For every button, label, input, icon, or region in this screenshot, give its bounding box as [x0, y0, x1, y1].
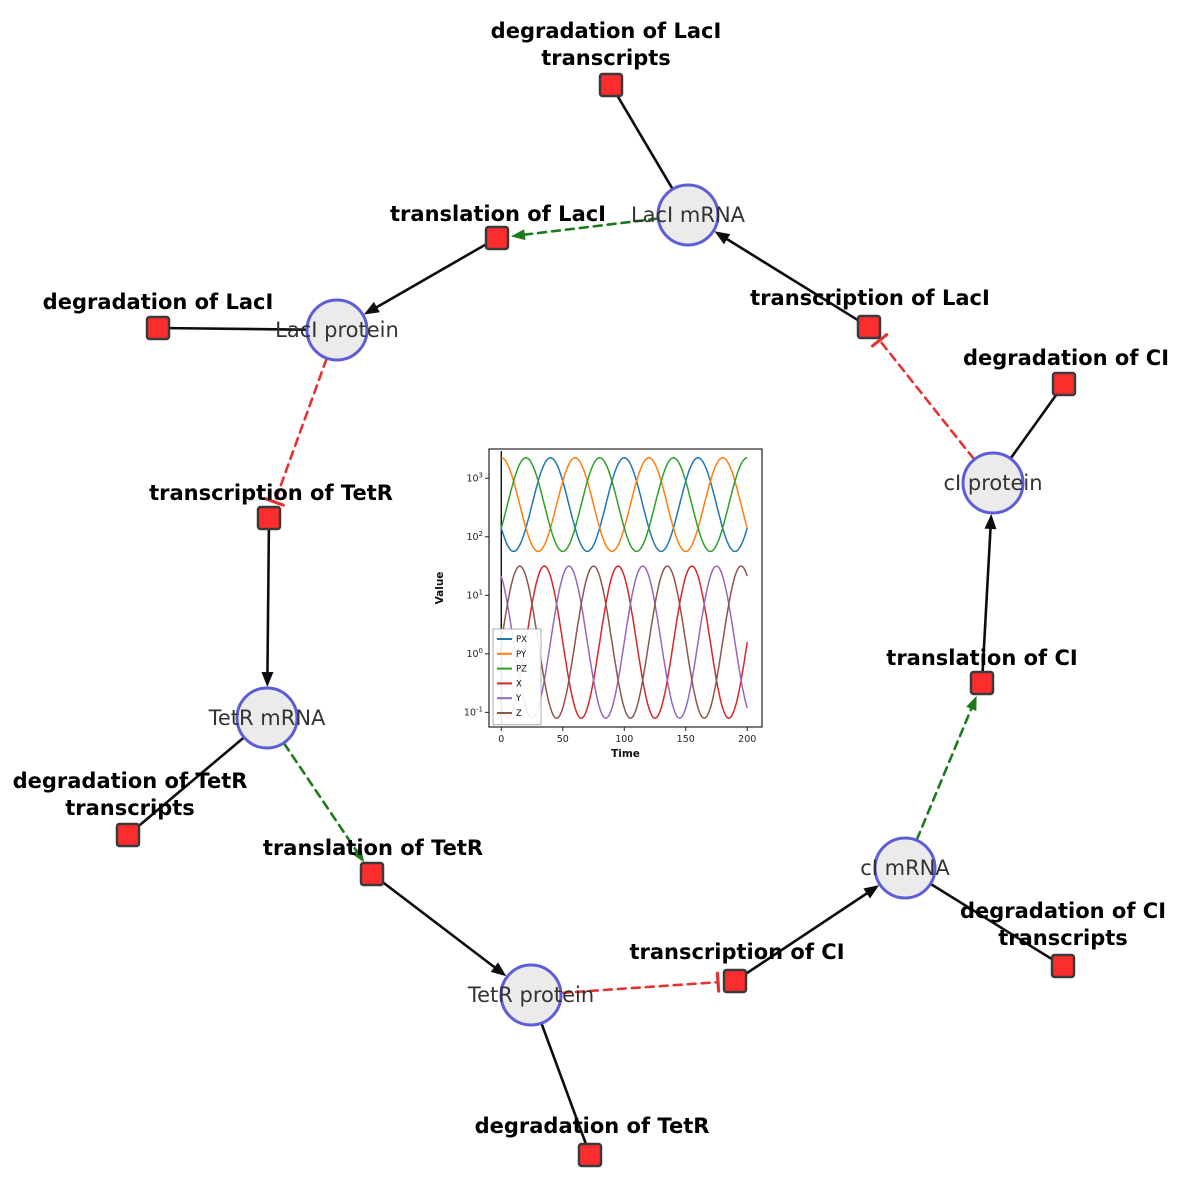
reaction-node-deg_TetR_tr	[115, 822, 141, 848]
arrowhead	[863, 885, 880, 899]
edge-cI_protein-deg_CI	[1009, 392, 1059, 460]
reaction-label-deg_CI: degradation of CI	[963, 346, 1169, 370]
species-label-cI_protein: cI protein	[943, 471, 1042, 495]
x-tick-label: 50	[557, 734, 569, 745]
legend-label-X: X	[516, 679, 522, 689]
edge-TetR_mRNA-deg_TetR_tr	[135, 736, 245, 829]
arrowhead	[714, 231, 731, 245]
reaction-node-deg_LacI_tr	[598, 72, 624, 98]
edge-TetR_protein-transcr_CI	[560, 980, 720, 995]
nodes-layer	[115, 72, 1077, 1168]
species-label-cI_mRNA: cI mRNA	[860, 856, 950, 880]
series-PZ	[500, 457, 748, 553]
legend-label-PZ: PZ	[516, 665, 527, 675]
legend-label-Y: Y	[515, 694, 522, 704]
reaction-node-deg_TetR	[577, 1142, 603, 1168]
modifier-arrowhead	[510, 229, 526, 241]
reaction-label-transcr_LacI: transcription of LacI	[750, 286, 990, 310]
reaction-node-transcr_LacI	[856, 314, 882, 340]
reaction-node-transcr_TetR	[256, 505, 282, 531]
edge-cI_protein-transcr_LacI	[878, 339, 976, 461]
chart-plot-box	[488, 448, 763, 728]
edge-cI_mRNA-deg_CI_tr	[930, 883, 1055, 961]
species-label-LacI_mRNA: LacI mRNA	[631, 203, 746, 227]
series-X	[500, 565, 748, 719]
arrowhead	[984, 513, 997, 530]
reaction-node-deg_CI_tr	[1050, 953, 1076, 979]
edge-transl_TetR-TetR_protein	[380, 879, 498, 970]
reaction-label-transcr_TetR: transcription of TetR	[149, 481, 393, 505]
reaction-node-deg_CI	[1051, 371, 1077, 397]
edges-layer	[135, 94, 1059, 1146]
reaction-node-transl_TetR	[359, 861, 385, 887]
arrowhead	[363, 301, 380, 315]
edge-LacI_mRNA-transl_LacI	[521, 217, 659, 237]
x-tick-label: 100	[615, 734, 633, 745]
species-node-cI_mRNA	[873, 836, 937, 900]
y-tick-label: 102	[466, 530, 483, 543]
edge-transl_CI-cI_protein	[981, 525, 992, 673]
reaction-node-transcr_CI	[722, 968, 748, 994]
reaction-label-deg_TetR: degradation of TetR	[475, 1114, 710, 1138]
series-PX	[500, 457, 748, 553]
reaction-label-transl_TetR: translation of TetR	[263, 836, 483, 860]
edge-TetR_protein-deg_TetR	[540, 1022, 588, 1146]
reaction-node-transl_LacI	[484, 225, 510, 251]
inhibition-tbar	[264, 497, 285, 507]
species-node-LacI_protein	[305, 298, 369, 362]
chart-y-axis-label: Value	[434, 572, 446, 605]
reaction-node-deg_LacI	[145, 315, 171, 341]
chart-background	[417, 437, 782, 777]
species-label-TetR_protein: TetR protein	[467, 983, 594, 1007]
legend-label-PX: PX	[516, 635, 527, 645]
arrowhead	[490, 962, 507, 977]
species-label-LacI_protein: LacI protein	[275, 318, 399, 342]
y-tick-label: 103	[466, 471, 483, 484]
species-node-cI_protein	[961, 451, 1025, 515]
edge-LacI_protein-transcr_TetR	[273, 357, 328, 504]
chart-x-axis-label: Time	[611, 748, 640, 760]
x-tick-label: 0	[498, 734, 504, 745]
x-tick-label: 150	[677, 734, 695, 745]
species-node-TetR_protein	[499, 963, 563, 1027]
modifier-arrowhead	[966, 695, 977, 711]
species-node-LacI_mRNA	[656, 183, 720, 247]
edge-transcr_LacI-LacI_mRNA	[724, 236, 861, 322]
edge-transcr_CI-cI_mRNA	[743, 891, 870, 976]
reaction-node-transl_CI	[969, 670, 995, 696]
edge-TetR_mRNA-transl_TetR	[283, 742, 359, 854]
series-Z	[500, 565, 748, 719]
edge-LacI_protein-deg_LacI	[168, 326, 308, 331]
edge-transcr_TetR-TetR_mRNA	[266, 528, 271, 676]
reaction-label-transl_CI: translation of CI	[886, 646, 1077, 670]
chart-legend-box	[492, 628, 542, 726]
y-tick-label: 100	[466, 647, 483, 660]
species-node-TetR_mRNA	[235, 686, 299, 750]
legend-label-PY: PY	[516, 650, 527, 660]
edge-transl_LacI-LacI_protein	[373, 242, 488, 310]
species-label-TetR_mRNA: TetR mRNA	[208, 706, 326, 730]
modifier-arrowhead	[351, 847, 365, 863]
edge-LacI_mRNA-deg_LacI_tr	[615, 94, 674, 190]
y-tick-label: 10-1	[464, 705, 483, 718]
reaction-label-transl_LacI: translation of LacI	[390, 202, 606, 226]
reaction-label-transcr_CI: transcription of CI	[629, 940, 844, 964]
reaction-label-deg_LacI: degradation of LacI	[43, 290, 274, 314]
inhibition-tbar	[870, 333, 889, 348]
x-tick-label: 200	[738, 734, 756, 745]
series-Y	[500, 565, 748, 719]
edge-cI_mRNA-transl_CI	[915, 705, 974, 841]
y-tick-label: 101	[466, 588, 483, 601]
arrowhead	[261, 671, 274, 688]
legend-label-Z: Z	[516, 709, 522, 719]
